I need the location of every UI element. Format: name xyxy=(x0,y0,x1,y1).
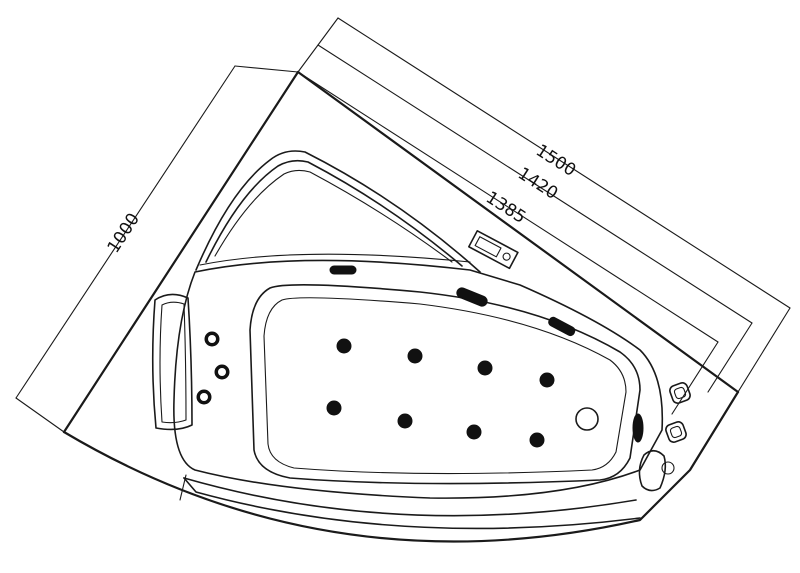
tub-back-edge xyxy=(62,70,300,434)
extension-line-1500-right xyxy=(737,307,791,393)
body-jet xyxy=(477,360,493,376)
tub-apron-inner-curve xyxy=(183,477,637,517)
extension-line-1000-bottom xyxy=(15,397,65,433)
dimension-1500: 1500 xyxy=(297,17,791,393)
control-knob-icons xyxy=(665,382,691,443)
basin-outer xyxy=(249,284,641,485)
knob-outer xyxy=(669,382,691,404)
knob-inner xyxy=(673,386,687,400)
pillow-jet-ring xyxy=(208,335,216,343)
control-panel-frame xyxy=(468,230,519,270)
headrest-pillow-inner xyxy=(159,301,187,424)
rim-jet xyxy=(329,265,357,275)
tub-apron-step xyxy=(183,477,641,530)
pillow-jet-ring xyxy=(200,393,208,401)
basin-inner xyxy=(263,297,627,475)
extension-line-1420-right xyxy=(707,322,753,393)
faucet-knob xyxy=(661,461,675,475)
corner-shelf-inner-2 xyxy=(214,169,453,263)
faucet-body xyxy=(638,449,667,492)
control-knob-icon xyxy=(669,382,691,404)
pillow-jet-ring xyxy=(218,368,226,376)
body-jet xyxy=(336,338,352,354)
body-jet xyxy=(529,432,545,448)
dimension-1420: 1420 xyxy=(317,44,753,393)
dimension-line-1500 xyxy=(337,17,791,309)
knob-outer xyxy=(665,421,687,443)
dimension-1385: 1385 xyxy=(297,71,719,415)
tub-outer-shell xyxy=(62,70,740,543)
headrest-pillow-outer xyxy=(151,293,193,431)
body-jet xyxy=(326,400,342,416)
side-jet xyxy=(632,413,644,443)
dimension-line-1000 xyxy=(15,65,236,399)
body-jet xyxy=(397,413,413,429)
control-panel-icon xyxy=(468,230,519,270)
apron-seam-left xyxy=(179,474,187,501)
corner-shelf-inner xyxy=(205,159,463,267)
tub-side-edge xyxy=(296,70,740,394)
pillow-jets xyxy=(196,331,230,405)
headrest-pillow-icon xyxy=(151,293,193,431)
rim-lip xyxy=(199,253,471,266)
body-jet xyxy=(539,372,555,388)
body-jet xyxy=(407,348,423,364)
extension-line-1000-top xyxy=(234,65,299,73)
knob-inner xyxy=(669,425,683,439)
control-panel-display xyxy=(474,236,502,258)
tub-front-apron-curve xyxy=(62,390,740,543)
dimension-label-1000: 1000 xyxy=(104,210,144,257)
dimension-line-1385 xyxy=(297,71,719,343)
control-panel-button xyxy=(502,252,511,261)
tub-rim xyxy=(173,253,664,499)
body-jets xyxy=(326,338,555,448)
rim-jet xyxy=(456,287,488,307)
dimension-1000: 1000 xyxy=(15,65,299,433)
tub-basin xyxy=(249,284,641,485)
body-jet xyxy=(466,424,482,440)
rim-outer xyxy=(173,259,664,499)
corner-shelf-outer xyxy=(195,150,481,273)
drain-icon xyxy=(575,407,599,431)
corner-shelf xyxy=(195,150,481,273)
faucet-spout-icon xyxy=(638,449,675,492)
dimension-line-1420 xyxy=(317,44,753,324)
rim-fittings xyxy=(329,265,644,443)
rim-jet xyxy=(548,316,576,337)
control-knob-icon xyxy=(665,421,687,443)
drain-outer xyxy=(575,407,599,431)
